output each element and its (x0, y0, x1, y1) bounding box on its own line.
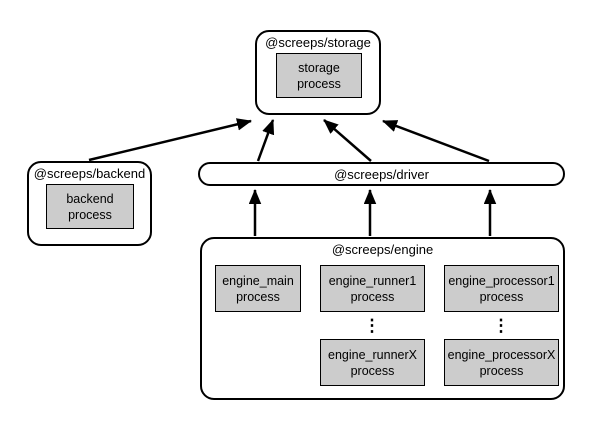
edge-driver-to-storage-middle (323, 119, 372, 162)
node-backend: @screeps/backend backend process (27, 161, 152, 246)
node-driver-label: @screeps/driver (334, 166, 429, 182)
backend-process-box: backend process (46, 184, 134, 229)
node-driver: @screeps/driver (198, 162, 565, 186)
node-engine: @screeps/engine engine_main process engi… (200, 237, 565, 400)
edge-backend-to-storage (88, 118, 252, 162)
edge-driver-to-storage-left (256, 119, 275, 162)
node-backend-label: @screeps/backend (33, 166, 146, 181)
engine-runnerX-process-box: engine_runnerX process (320, 339, 425, 386)
engine-main-process-box: engine_main process (215, 265, 301, 312)
node-storage-label: @screeps/storage (265, 35, 371, 50)
vertical-ellipsis-icon: ⋮ (492, 316, 510, 335)
node-engine-label: @screeps/engine (331, 242, 434, 257)
vertical-ellipsis-icon: ⋮ (363, 316, 381, 335)
engine-processor1-process-box: engine_processor1 process (444, 265, 559, 312)
storage-process-box: storage process (276, 53, 362, 98)
engine-processorX-process-box: engine_processorX process (444, 339, 559, 386)
engine-runner1-process-box: engine_runner1 process (320, 265, 425, 312)
node-storage: @screeps/storage storage process (255, 30, 381, 115)
edge-driver-to-storage-right (382, 119, 490, 163)
